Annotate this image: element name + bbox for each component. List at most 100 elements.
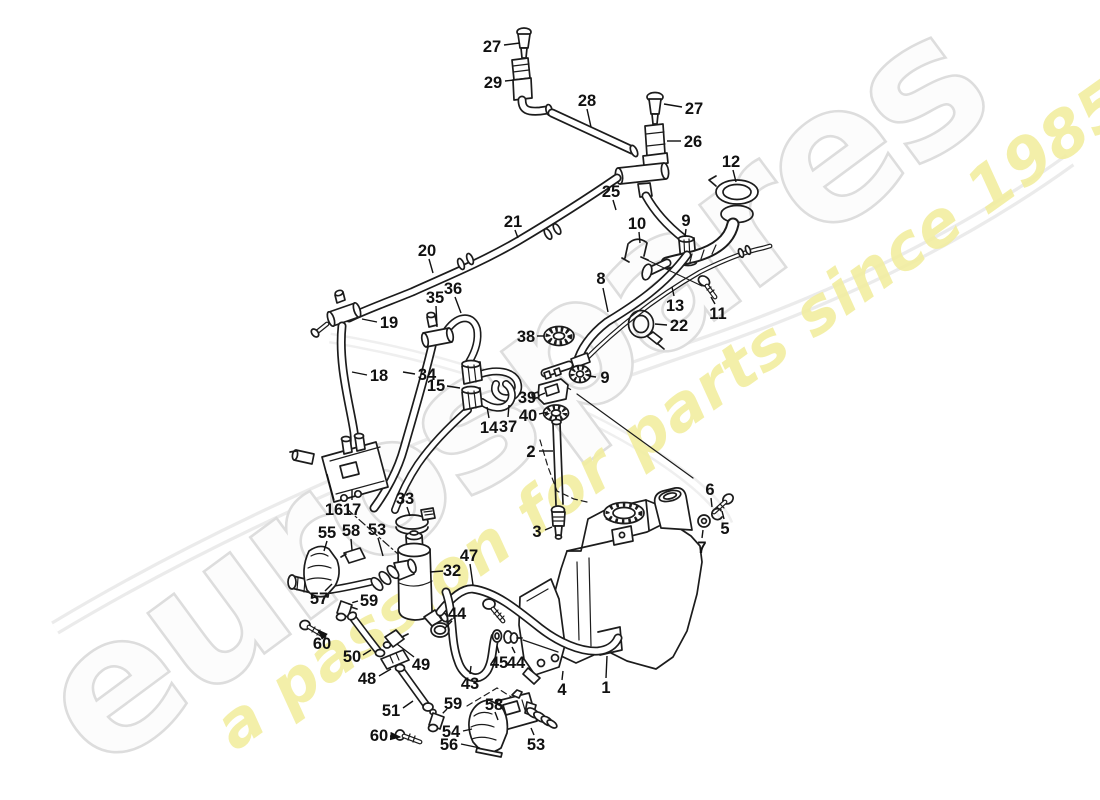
part-number-label: 4 (557, 681, 567, 699)
part-number-label: 11 (709, 305, 726, 323)
leader-line (496, 645, 500, 654)
pump-elbow-left (287, 545, 417, 598)
connector-53-bottom (524, 701, 558, 729)
part-number-label: 15 (427, 377, 445, 395)
leader-line (469, 665, 472, 675)
leader-line (402, 700, 414, 709)
leader-line (326, 473, 335, 501)
leader-line (721, 510, 725, 520)
leader-line (511, 646, 516, 654)
part-number-label: 47 (460, 547, 478, 565)
washer-nozzle-left (511, 27, 639, 158)
grommet-9-lower (568, 364, 592, 384)
hose-8-and-tube-13 (572, 238, 773, 368)
part-number-label: 54 (442, 723, 461, 741)
leader-line (378, 668, 392, 677)
leader-line (361, 318, 378, 323)
part-number-label: 2 (526, 443, 535, 461)
leader-line (503, 42, 521, 46)
part-number-label: 39 (518, 389, 536, 407)
part-number-label: 12 (722, 153, 740, 171)
leader-line (402, 371, 416, 375)
part-number-label: 26 (684, 133, 702, 151)
leader-line (494, 711, 499, 721)
fitting-58-left (343, 547, 366, 564)
elbow-49 (382, 629, 409, 649)
seal-45 (491, 629, 503, 643)
part-number-label: 55 (318, 524, 336, 542)
base-plate-56 (475, 747, 503, 758)
leader-line (317, 629, 328, 640)
leader-line (486, 406, 490, 419)
part-number-label: 27 (483, 38, 501, 56)
leader-line (347, 600, 359, 605)
washer-pump-bottom (466, 687, 558, 758)
grommet-38 (543, 325, 575, 347)
leader-line (538, 411, 549, 415)
part-number-label: 37 (499, 418, 517, 436)
plug-3 (550, 505, 566, 540)
check-valve-16-17 (289, 432, 389, 503)
leader-line (701, 529, 704, 539)
leader-line (439, 708, 448, 717)
part-number-label: 44 (448, 605, 467, 623)
filler-cap-12 (641, 175, 759, 281)
leader-line (454, 296, 462, 314)
leader-line (462, 728, 473, 732)
part-number-label: 1 (601, 679, 610, 697)
diagram-art (287, 27, 773, 758)
part-number-label: 35 (426, 289, 444, 307)
leader-line (561, 670, 564, 681)
part-number-label: 18 (370, 367, 388, 385)
screw-60-right (394, 729, 423, 745)
part-number-label: 58 (342, 522, 360, 540)
part-number-label: 10 (628, 215, 646, 233)
screw-11 (697, 275, 718, 300)
valve-39 (531, 367, 569, 405)
leader-line (663, 103, 683, 108)
tee-connector-35 (420, 311, 482, 366)
connector-26 (644, 123, 666, 157)
part-number-label: 27 (685, 100, 703, 118)
hose-washer-main (310, 173, 622, 338)
leader-line (429, 570, 444, 573)
tank-spout (653, 487, 693, 531)
leader-line (324, 583, 333, 592)
clamp-22 (627, 309, 665, 350)
part-number-label: 56 (440, 736, 458, 754)
part-number-label: 9 (681, 212, 690, 230)
hose-junction (391, 352, 592, 540)
seal-40 (542, 404, 570, 422)
leader-line (350, 538, 353, 551)
tube-2 (551, 418, 564, 506)
leader-line (732, 169, 737, 183)
part-number-label: 3 (532, 523, 541, 541)
grommet-15-b (461, 385, 483, 411)
tank-filler-cap (603, 501, 645, 525)
clamp-10 (621, 238, 649, 263)
leader-line (638, 231, 641, 244)
leader-line (588, 375, 597, 378)
part-number-label: 58 (485, 696, 503, 714)
part-number-label: 29 (484, 74, 502, 92)
part-number-label: 6 (705, 481, 714, 499)
part-number-label: 57 (310, 590, 328, 608)
leader-line (504, 79, 515, 82)
part-number-label: 25 (602, 183, 620, 201)
part-number-label: 59 (444, 695, 462, 713)
leader-line (406, 506, 411, 517)
part-number-label: 38 (517, 328, 535, 346)
part-number-label: 13 (666, 297, 684, 315)
leader-line (671, 286, 675, 297)
part-number-label: 33 (396, 490, 414, 508)
part-number-label: 20 (418, 242, 436, 260)
mounting-bolt (482, 598, 506, 624)
leader-line (435, 305, 438, 328)
leader-line (710, 296, 716, 305)
connector-53-left (370, 558, 417, 592)
part-number-label: 45 (490, 654, 508, 672)
part-number-label: 19 (380, 314, 398, 332)
leader-line (323, 540, 328, 552)
